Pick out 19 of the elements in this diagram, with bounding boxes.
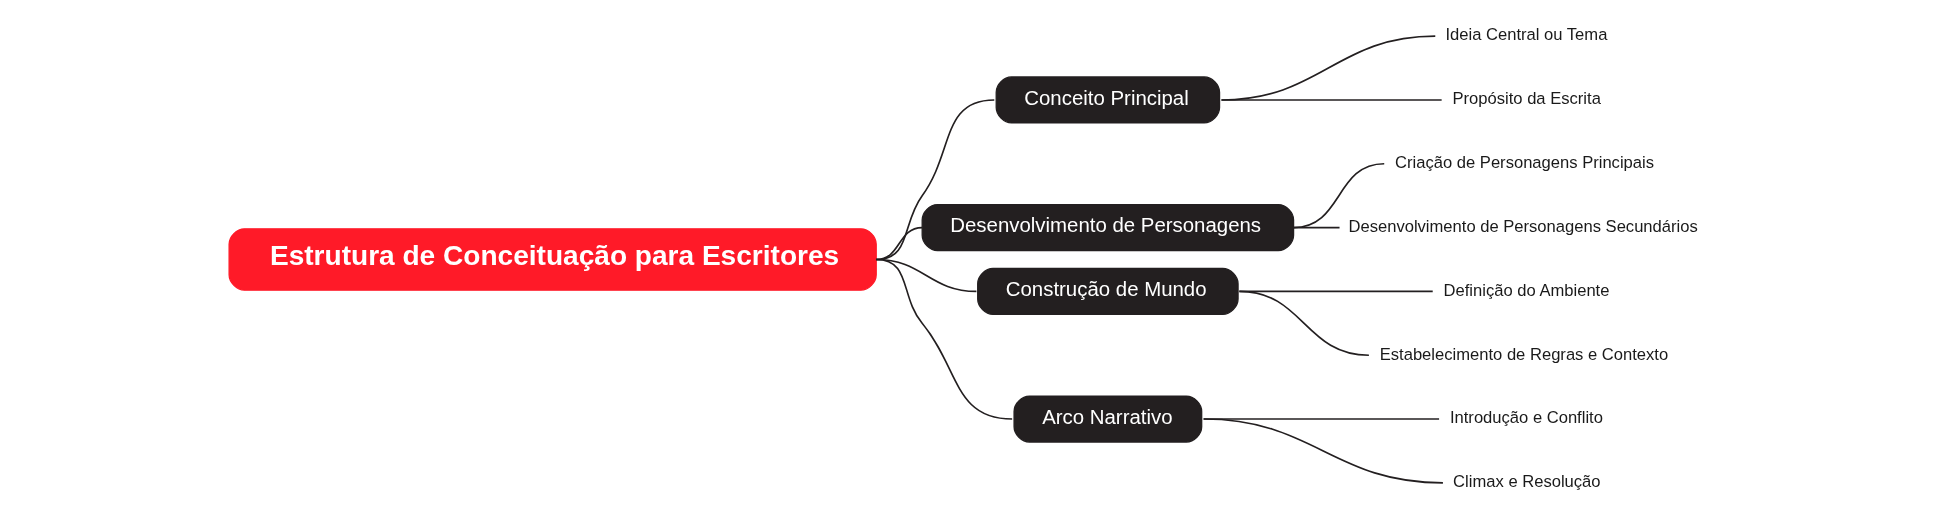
connector	[1202, 418, 1444, 484]
node-box: Estrutura de Conceituação para Escritores	[227, 228, 877, 291]
connector	[1220, 99, 1442, 101]
node-box: Construção de Mundo	[976, 267, 1239, 315]
connector	[874, 258, 1013, 420]
node-text: Definição do Ambiente	[1443, 280, 1609, 300]
connector	[1292, 226, 1340, 229]
node-box: Desenvolvimento de Personagens	[921, 204, 1294, 252]
node-text: Climax e Resolução	[1452, 472, 1601, 492]
node-text: Propósito da Escrita	[1452, 89, 1601, 109]
node-text: Introdução e Conflito	[1449, 408, 1603, 428]
node-text: Estabelecimento de Regras e Contexto	[1379, 344, 1668, 364]
connector	[1292, 162, 1385, 229]
node-text: Desenvolvimento de Personagens Secundários	[1347, 216, 1698, 236]
connector	[1238, 290, 1370, 357]
node-box: Conceito Principal	[995, 76, 1220, 124]
node-text: Criação de Personagens Principais	[1394, 153, 1654, 173]
node-text: Ideia Central ou Tema	[1444, 25, 1607, 45]
node-box: Arco Narrativo	[1012, 395, 1202, 443]
